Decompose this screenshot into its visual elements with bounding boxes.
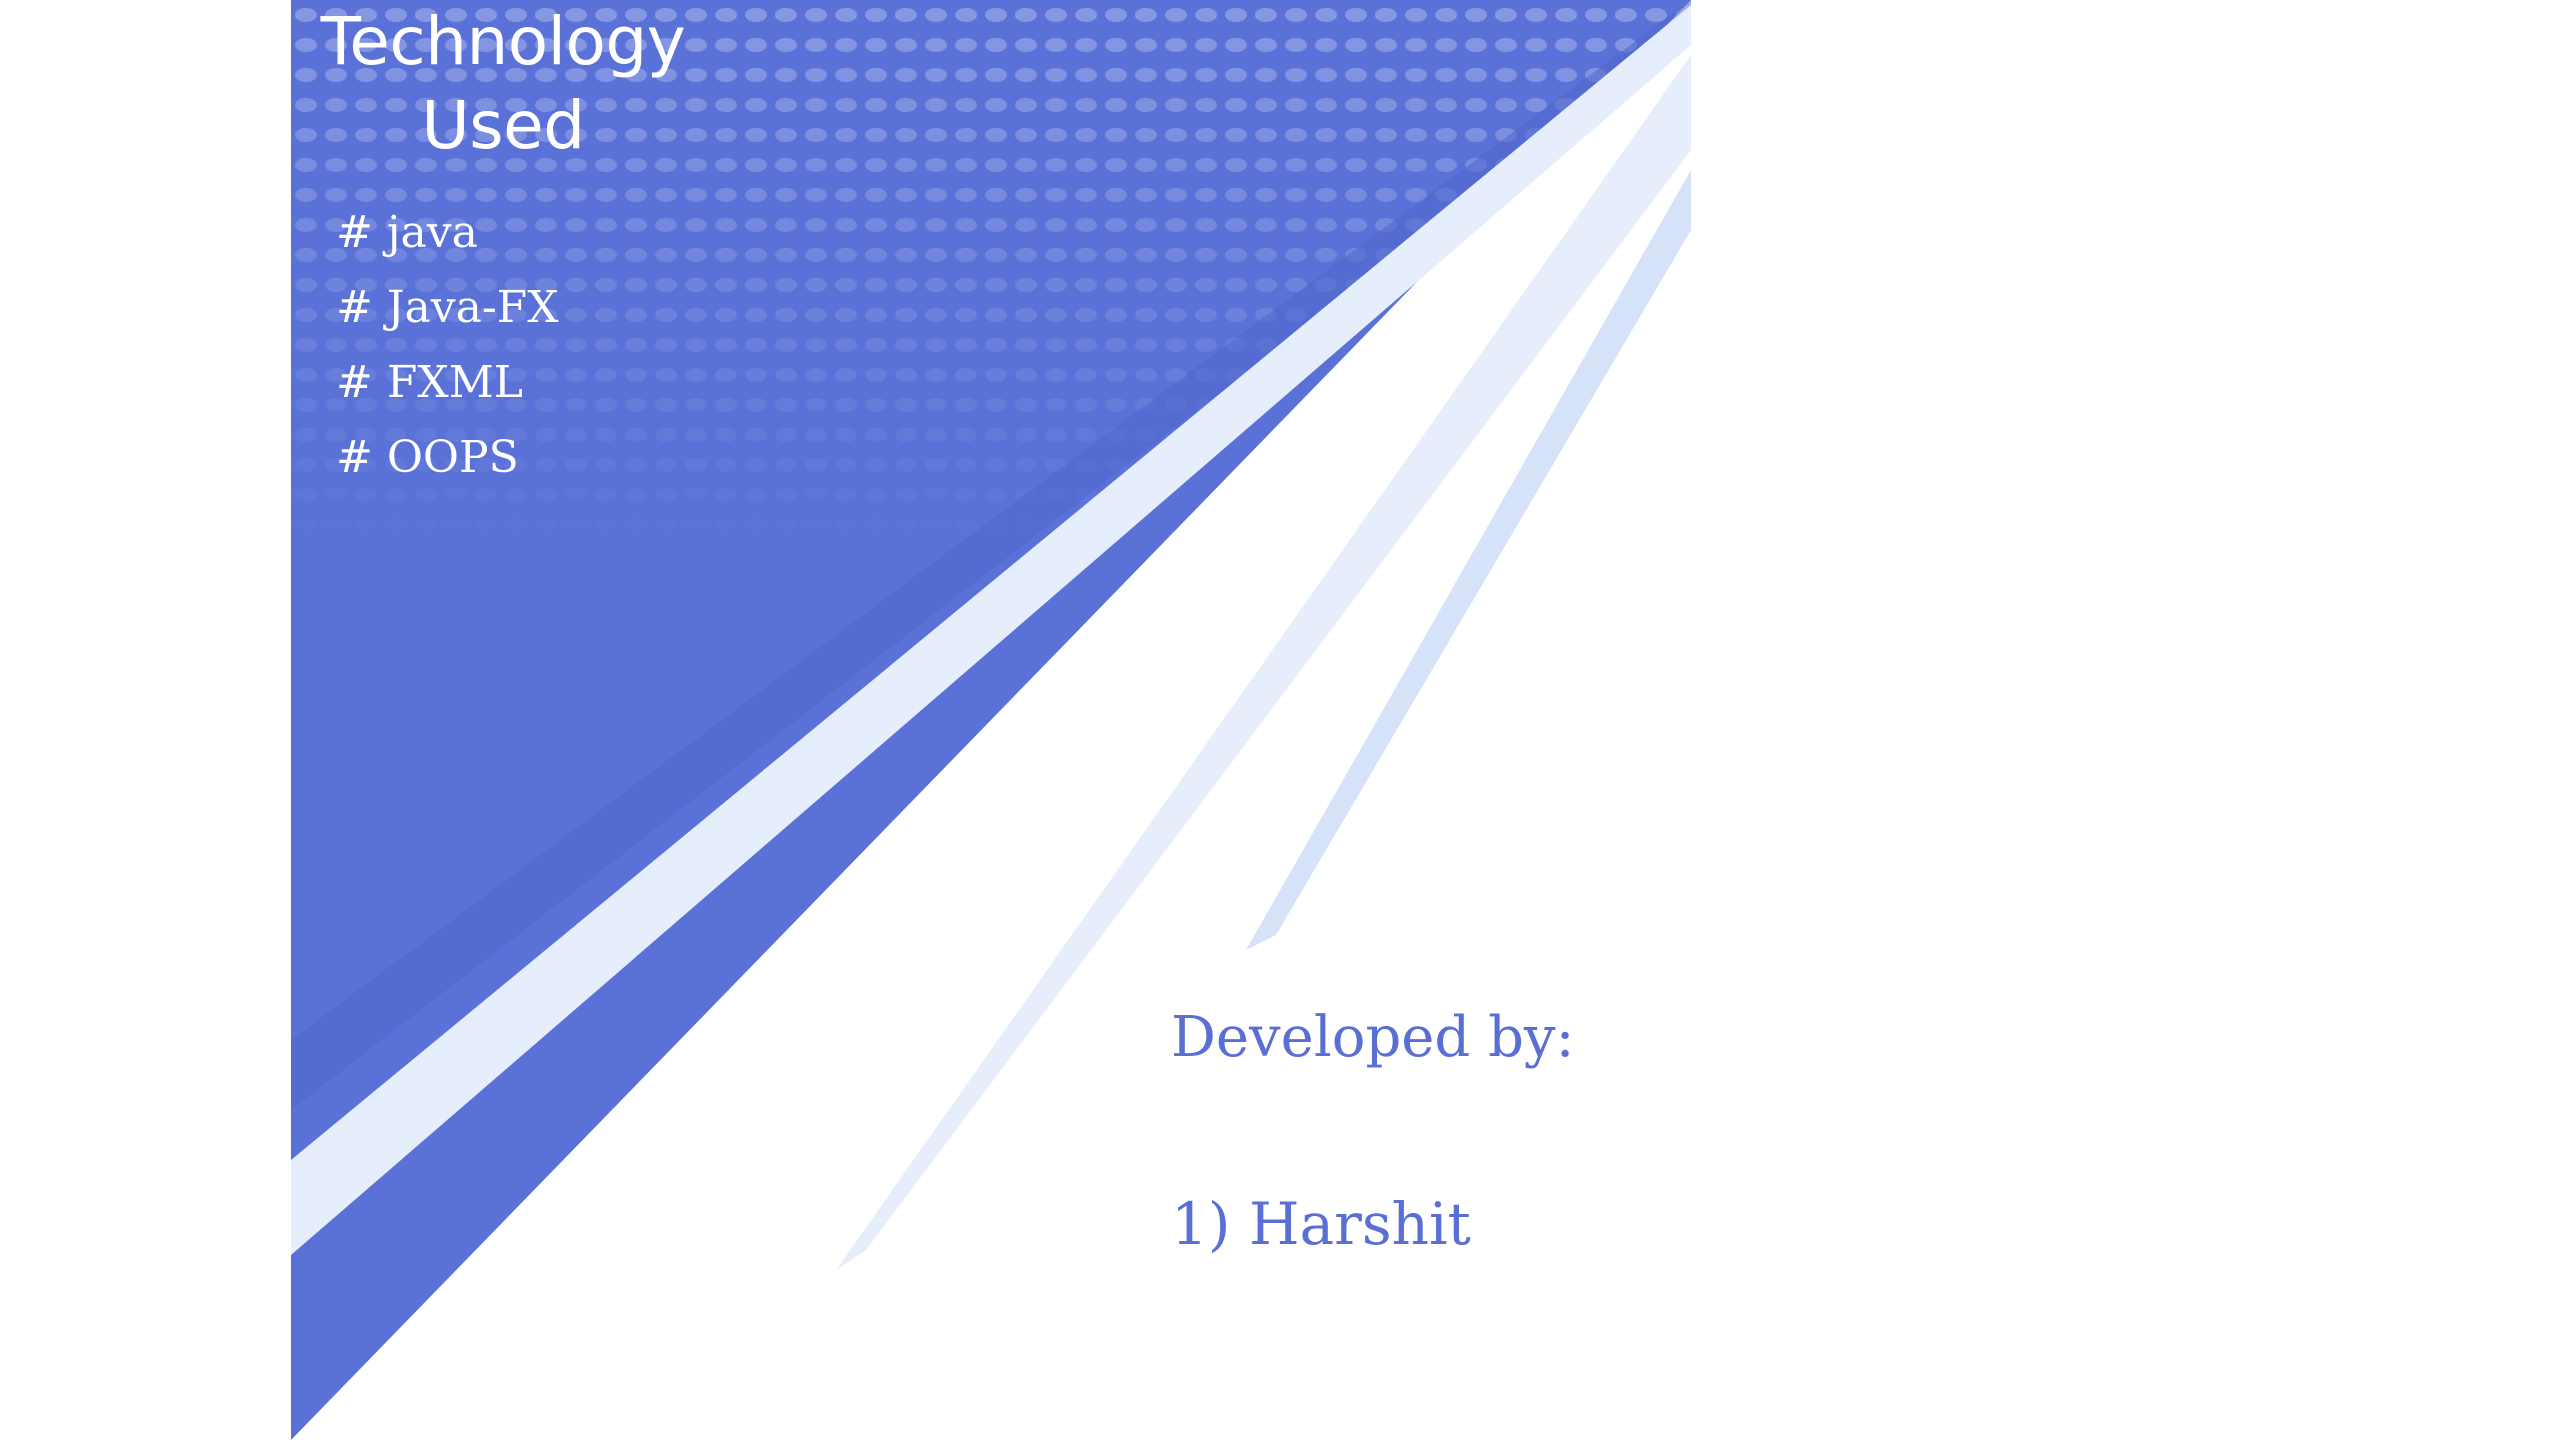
dark-band [291, 0, 1691, 1110]
slide-background-art [291, 0, 1691, 1440]
title-line-1: Technology [320, 3, 686, 80]
pale-stripe-1 [836, 55, 1691, 1270]
technology-used-title: Technology Used [313, 0, 693, 168]
pale-stripe-2 [1246, 170, 1691, 950]
technology-list: # java # Java-FX # FXML # OOPS [336, 195, 559, 495]
technology-item-javafx: # Java-FX [336, 282, 559, 333]
title-line-2: Used [421, 87, 585, 164]
developer-name: 1) Harshit [1171, 1190, 1471, 1258]
white-cut [591, 45, 1691, 1440]
developed-by-label: Developed by: [1171, 1005, 1575, 1070]
technology-item-oops: # OOPS [336, 432, 519, 483]
slide: Technology Used # java # Java-FX # FXML … [291, 0, 1691, 1440]
technology-item-java: # java [336, 207, 478, 258]
technology-item-fxml: # FXML [336, 357, 523, 408]
light-stripe [291, 5, 1691, 1255]
